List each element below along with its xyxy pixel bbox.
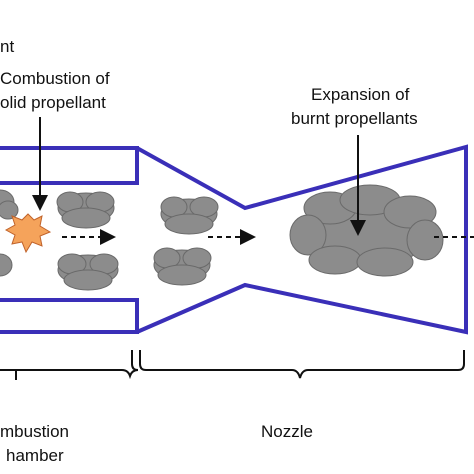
chamber-brace-end bbox=[131, 350, 139, 371]
cloud bbox=[56, 191, 115, 229]
nozzle-label: Nozzle bbox=[261, 422, 313, 441]
cloud bbox=[160, 196, 219, 235]
chamber-label-line2: hamber bbox=[6, 446, 64, 465]
nozzle-brace bbox=[139, 350, 465, 379]
nozzle-upper bbox=[136, 144, 468, 335]
expansion-label-line2: burnt propellants bbox=[291, 109, 418, 128]
chamber-label-line1: mbustion bbox=[0, 422, 69, 441]
gas-clouds bbox=[0, 184, 444, 291]
rocket-outline bbox=[0, 144, 468, 335]
top-partial-label: nt bbox=[0, 37, 14, 56]
braces bbox=[0, 350, 465, 380]
combustion-flame-icon bbox=[4, 213, 52, 254]
chamber-brace bbox=[0, 369, 139, 380]
cloud bbox=[153, 247, 212, 286]
cloud bbox=[0, 189, 19, 220]
combustion-label-line2: olid propellant bbox=[0, 93, 106, 112]
lower-wall bbox=[0, 298, 139, 334]
cloud bbox=[57, 253, 119, 291]
expansion-label-line1: Expansion of bbox=[311, 85, 410, 104]
upper-wall bbox=[0, 146, 139, 185]
labels: nt Combustion of olid propellant Expansi… bbox=[0, 37, 418, 465]
cloud-large bbox=[289, 184, 444, 277]
cloud bbox=[0, 253, 13, 277]
pointer-arrows bbox=[32, 117, 366, 236]
combustion-label-line1: Combustion of bbox=[0, 69, 110, 88]
